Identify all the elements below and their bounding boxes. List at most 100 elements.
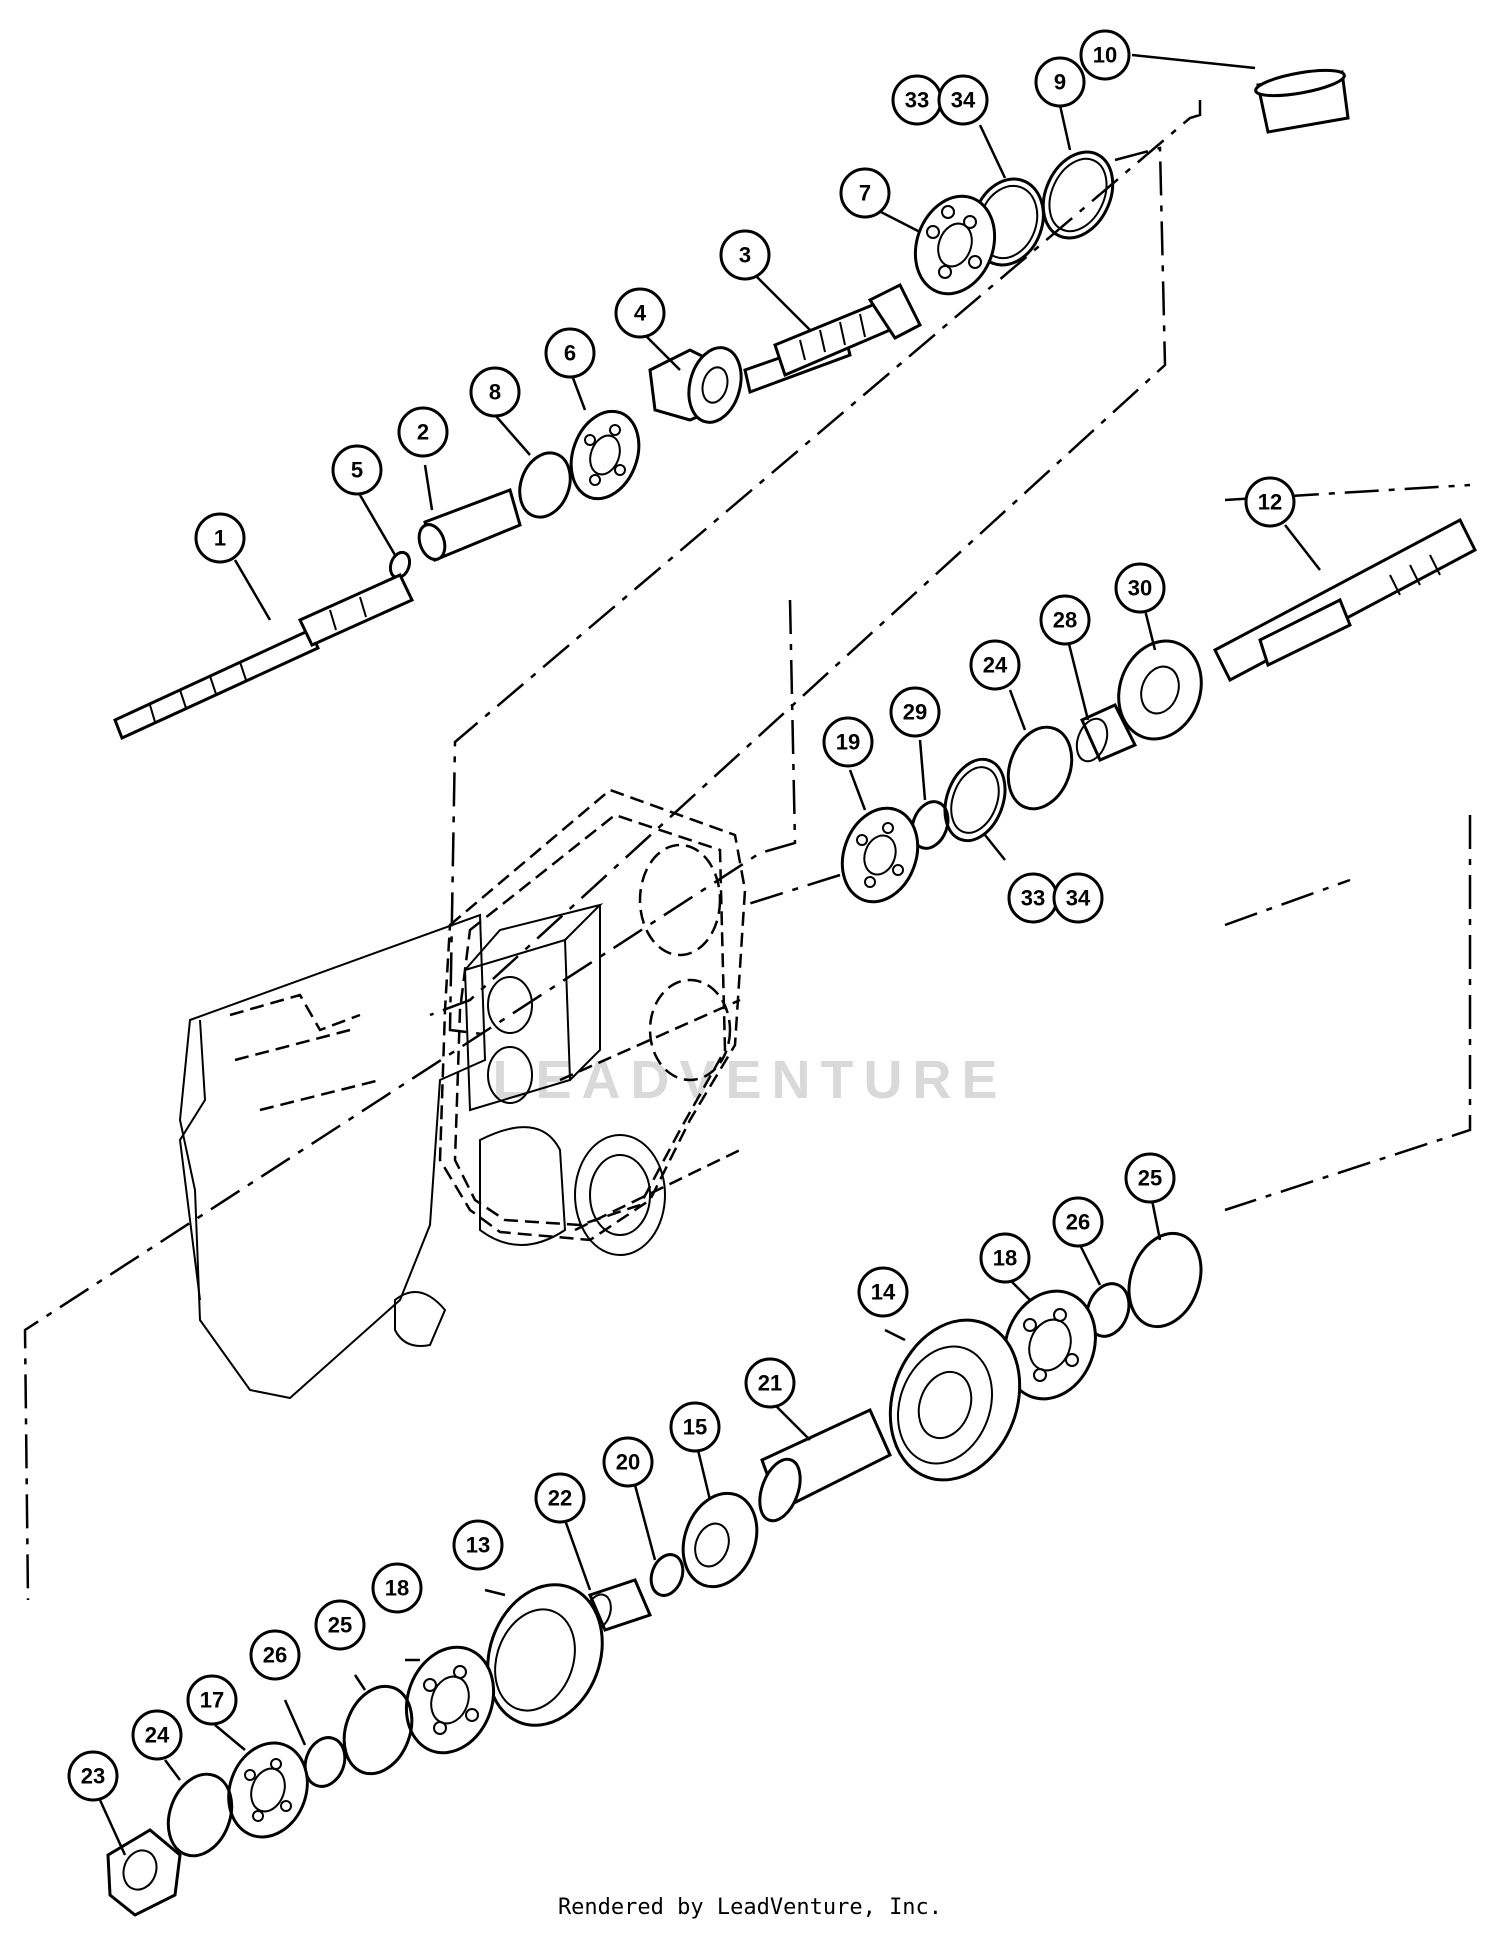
svg-text:1: 1 xyxy=(214,526,226,551)
part-18-bearing xyxy=(1003,1289,1097,1401)
callout-34: 34 xyxy=(1052,872,1104,924)
svg-text:15: 15 xyxy=(683,1415,707,1440)
centerlines xyxy=(23,100,1472,1601)
svg-text:7: 7 xyxy=(859,181,871,206)
part-18-bearing-b xyxy=(404,1645,496,1755)
callout-18: 18 xyxy=(371,1562,423,1614)
part-3-shaft xyxy=(743,282,923,395)
callout-21: 21 xyxy=(744,1357,796,1409)
svg-text:5: 5 xyxy=(351,458,363,483)
part-21-hub xyxy=(758,1407,892,1523)
callout-29: 29 xyxy=(889,686,941,738)
part-26-ring-b xyxy=(303,1736,347,1788)
callout-13: 13 xyxy=(452,1519,504,1571)
transmission-housing xyxy=(178,788,747,1400)
part-29-ring xyxy=(910,800,950,850)
callout-25: 25 xyxy=(1124,1152,1176,1204)
part-17-bearing xyxy=(227,1741,309,1839)
svg-text:4: 4 xyxy=(634,301,647,326)
svg-text:8: 8 xyxy=(489,380,501,405)
svg-text:3: 3 xyxy=(739,243,751,268)
callout-19: 19 xyxy=(822,716,874,768)
svg-text:24: 24 xyxy=(983,653,1008,678)
svg-text:24: 24 xyxy=(145,1723,170,1748)
part-25-snap-ring xyxy=(1127,1231,1203,1329)
svg-text:9: 9 xyxy=(1054,70,1066,95)
part-28-bushing xyxy=(1075,703,1138,763)
callout-10: 10 xyxy=(1079,29,1131,81)
part-15-gear xyxy=(681,1491,759,1589)
callout-26: 26 xyxy=(1052,1196,1104,1248)
svg-text:2: 2 xyxy=(417,420,429,445)
svg-text:17: 17 xyxy=(200,1688,224,1713)
part-26-ring xyxy=(1085,1282,1131,1338)
part-12-output-shaft xyxy=(1213,517,1477,683)
callout-6: 6 xyxy=(544,327,596,379)
callout-28: 28 xyxy=(1039,594,1091,646)
svg-text:28: 28 xyxy=(1053,608,1077,633)
callout-14: 14 xyxy=(857,1266,909,1318)
callout-20: 20 xyxy=(602,1436,654,1488)
part-25-snap-ring-b xyxy=(342,1684,414,1776)
part-13-gear xyxy=(486,1583,604,1727)
part-23-nut xyxy=(106,1828,182,1917)
part-1-input-shaft xyxy=(113,573,415,741)
callout-bubbles: 10 33 34 9 7 3 4 6 8 2 5 1 12 30 28 24 2… xyxy=(67,29,1296,1802)
svg-text:25: 25 xyxy=(1138,1166,1162,1191)
callout-12: 12 xyxy=(1244,476,1296,528)
footer-credit: Rendered by LeadVenture, Inc. xyxy=(557,1895,943,1920)
callout-9: 9 xyxy=(1034,56,1086,108)
part-24-snap-ring-b xyxy=(166,1772,234,1858)
callout-5: 5 xyxy=(331,444,383,496)
callout-2: 2 xyxy=(397,406,449,458)
callout-26: 26 xyxy=(249,1629,301,1681)
part-2-bushing xyxy=(417,488,522,563)
svg-text:34: 34 xyxy=(1066,886,1091,911)
part-33-34-shim-b xyxy=(943,757,1007,843)
callout-4: 4 xyxy=(614,287,666,339)
callout-33: 33 xyxy=(1007,872,1059,924)
svg-text:29: 29 xyxy=(903,700,927,725)
part-6-bearing xyxy=(569,409,641,501)
part-20-ring xyxy=(649,1553,685,1597)
part-10-cap xyxy=(1254,68,1350,134)
svg-text:26: 26 xyxy=(263,1643,287,1668)
callout-8: 8 xyxy=(469,366,521,418)
callout-3: 3 xyxy=(719,229,771,281)
callout-15: 15 xyxy=(669,1401,721,1453)
svg-text:23: 23 xyxy=(81,1764,105,1789)
svg-text:33: 33 xyxy=(905,88,929,113)
svg-text:10: 10 xyxy=(1093,43,1117,68)
svg-text:20: 20 xyxy=(616,1450,640,1475)
callout-24: 24 xyxy=(131,1709,183,1761)
part-14-gear xyxy=(888,1318,1022,1482)
svg-text:33: 33 xyxy=(1021,886,1045,911)
callout-18: 18 xyxy=(979,1232,1031,1284)
callout-25: 25 xyxy=(314,1599,366,1651)
callout-1: 1 xyxy=(194,512,246,564)
watermark-text: LEADVENTURE xyxy=(492,1050,1007,1110)
part-4-gear xyxy=(648,346,743,424)
part-19-bearing xyxy=(840,806,920,904)
part-24-snap-ring xyxy=(1006,725,1074,811)
svg-text:18: 18 xyxy=(993,1246,1017,1271)
callout-33: 33 xyxy=(891,74,943,126)
svg-text:30: 30 xyxy=(1128,576,1152,601)
svg-text:12: 12 xyxy=(1258,490,1282,515)
callout-17: 17 xyxy=(186,1674,238,1726)
svg-text:18: 18 xyxy=(385,1576,409,1601)
svg-text:19: 19 xyxy=(836,730,860,755)
svg-text:25: 25 xyxy=(328,1613,352,1638)
callout-22: 22 xyxy=(534,1472,586,1524)
svg-text:22: 22 xyxy=(548,1486,572,1511)
callout-23: 23 xyxy=(67,1750,119,1802)
part-9-snap-ring xyxy=(1041,150,1115,240)
svg-text:13: 13 xyxy=(466,1533,490,1558)
svg-text:14: 14 xyxy=(871,1280,896,1305)
callout-30: 30 xyxy=(1114,562,1166,614)
svg-text:21: 21 xyxy=(758,1371,782,1396)
svg-text:34: 34 xyxy=(951,88,976,113)
callout-34: 34 xyxy=(937,74,989,126)
svg-text:26: 26 xyxy=(1066,1210,1090,1235)
